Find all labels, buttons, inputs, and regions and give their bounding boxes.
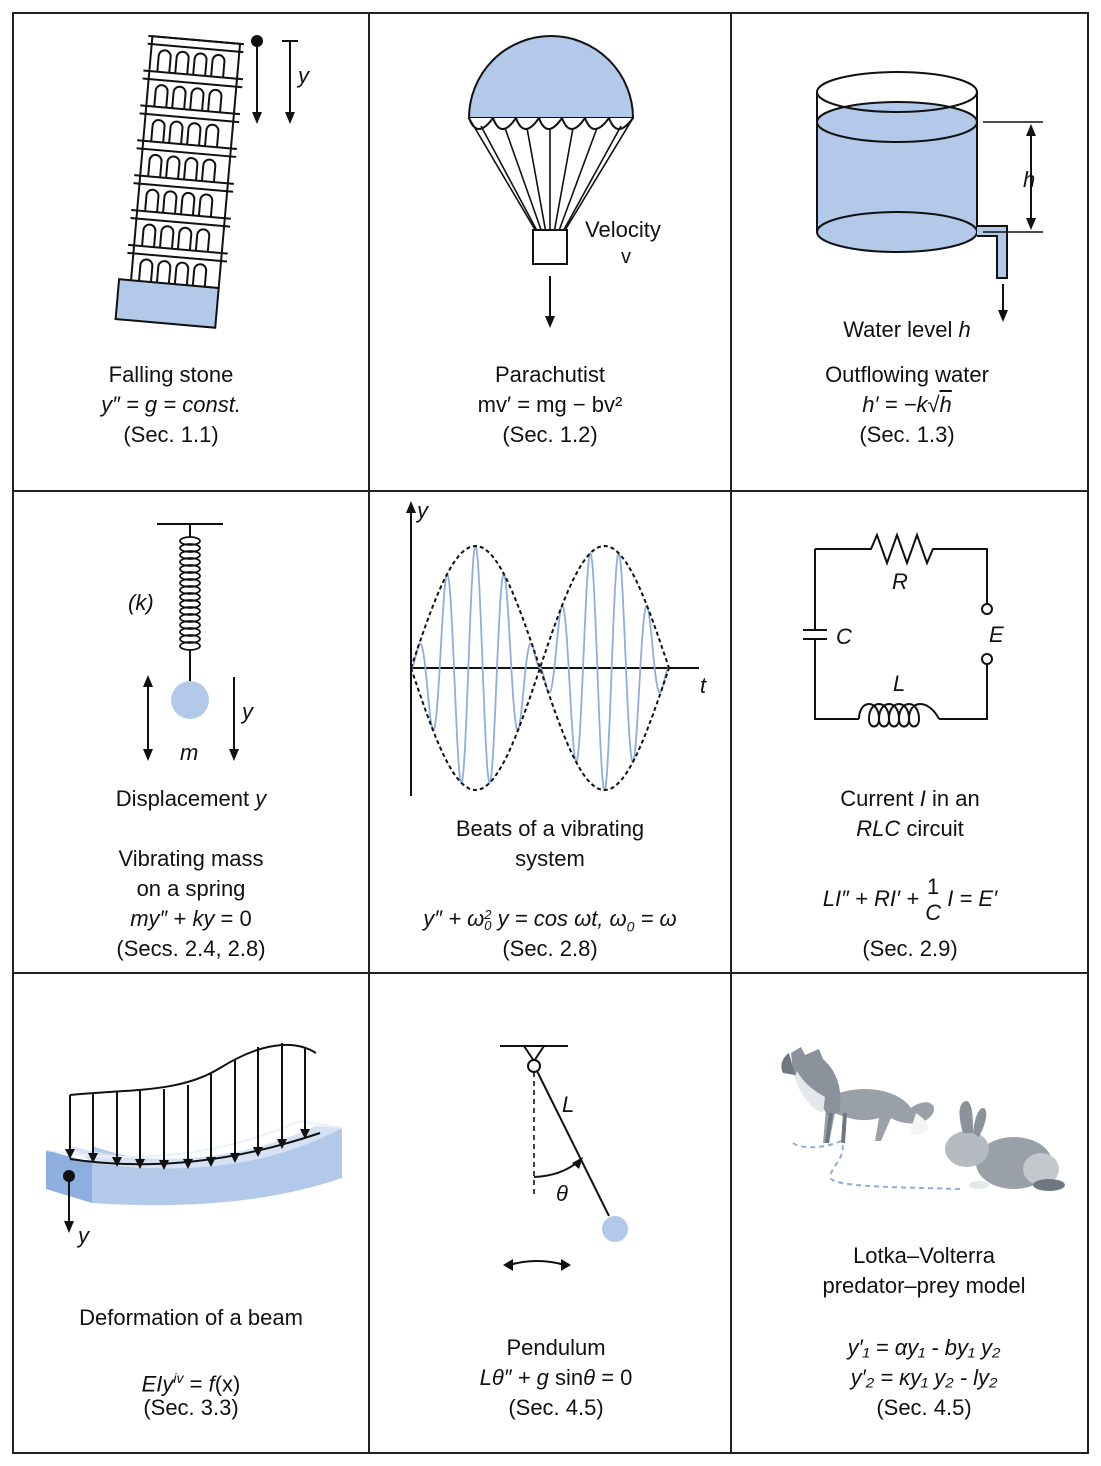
displacement-caption: Displacement y: [115, 786, 267, 811]
current-caption: Current I in an: [840, 786, 980, 811]
inductor-coil: [858, 703, 940, 728]
displacement-label: y: [242, 699, 253, 724]
pivot: [527, 1059, 541, 1073]
cell-title-line2: system: [515, 846, 585, 871]
mass-label: m: [180, 740, 199, 765]
envelope-lower: [410, 664, 670, 791]
cell-title-line1: Lotka–Volterra: [853, 1243, 995, 1268]
cell-rlc-circuit: R C E L Current I in an RLC circuit LI″ …: [731, 491, 1089, 972]
parachute-illustration: [467, 35, 635, 328]
column-divider: [730, 12, 732, 1454]
section-ref: (Sec. 4.5): [876, 1395, 972, 1420]
section-ref: (Sec. 4.5): [508, 1395, 604, 1420]
angle-label: θ: [556, 1181, 568, 1206]
envelope-upper: [410, 545, 670, 672]
cell-outflowing-water: h Water level h Outflowing water h′ = −k…: [731, 0, 1089, 490]
spring-mass-illustration: [143, 523, 239, 761]
section-ref: (Sec. 2.8): [502, 936, 598, 961]
cell-title-line2: predator–prey model: [822, 1273, 1026, 1298]
fox-illustration: [781, 1047, 935, 1144]
rlc-circuit-diagram: [803, 532, 993, 728]
spring-constant-label: (k): [128, 590, 154, 615]
load-curve: [69, 1043, 317, 1096]
length-label: L: [562, 1092, 575, 1117]
equation: EIyiv = f(x): [141, 1370, 241, 1397]
velocity-label: Velocity: [585, 217, 661, 242]
equation: mv′ = mg − bv²: [477, 392, 623, 417]
equation: Lθ″ + g sinθ = 0: [479, 1365, 633, 1390]
pendulum-illustration: [500, 1045, 628, 1271]
equation: h′ = −k√h: [862, 392, 952, 417]
column-divider: [368, 12, 370, 1454]
resistor-wire: [815, 532, 988, 604]
cell-pendulum: L θ Pendulum Lθ″ + g sinθ = 0 (Sec. 4.5): [369, 973, 731, 1454]
circuit-caption: RLC circuit: [856, 816, 964, 841]
capacitor-label: C: [836, 624, 852, 649]
equation: my″ + ky = 0: [130, 906, 252, 931]
velocity-symbol: v: [621, 246, 631, 268]
cell-beam: y Deformation of a beam EIyiv = f(x) (Se…: [0, 973, 369, 1454]
predator-prey-illustration: [781, 1047, 1065, 1191]
cell-title-line1: Beats of a vibrating: [455, 816, 645, 841]
cell-title: Deformation of a beam: [79, 1305, 303, 1330]
section-ref: (Sec. 1.3): [859, 422, 955, 447]
inductor-label: L: [893, 671, 906, 696]
cell-falling-stone: y Falling stone y″ = g = const. (Sec. 1.…: [0, 0, 369, 490]
cell-title: Parachutist: [494, 362, 606, 387]
row-divider: [12, 490, 1089, 492]
payload-box: [532, 229, 568, 265]
emf-label: E: [989, 622, 1004, 647]
resistor-label: R: [892, 569, 908, 594]
y-axis-label: y: [417, 498, 428, 523]
tank-illustration: [816, 71, 1043, 322]
y-axis-label: y: [298, 63, 309, 88]
pendulum-bob: [602, 1216, 628, 1242]
cell-title: Falling stone: [108, 362, 234, 387]
spring-coils: [179, 536, 201, 651]
cell-title-line1: Vibrating mass: [118, 846, 264, 871]
figure-frame: [12, 12, 1089, 1454]
cell-lotka-volterra: Lotka–Volterra predator–prey model y′₁ =…: [731, 973, 1089, 1454]
rabbit-illustration: [945, 1101, 1065, 1191]
chase-path: [792, 1139, 962, 1190]
water-level-caption: Water level h: [843, 317, 971, 342]
cell-title-line2: on a spring: [136, 876, 246, 901]
deflection-y-label: y: [78, 1223, 89, 1248]
row-divider: [12, 972, 1089, 974]
section-ref: (Sec. 3.3): [143, 1395, 239, 1420]
mass-ball: [171, 681, 209, 719]
section-ref: (Sec. 2.9): [862, 936, 958, 961]
section-ref: (Sec. 1.1): [123, 422, 219, 447]
height-label: h: [1023, 167, 1036, 192]
beats-plot: [406, 501, 699, 796]
section-ref: (Sec. 1.2): [502, 422, 598, 447]
beat-signal: [410, 544, 670, 792]
t-axis-label: t: [700, 673, 707, 698]
cell-title: Pendulum: [506, 1335, 606, 1360]
pendulum-rod: [536, 1070, 610, 1217]
equation: y″ = g = const.: [101, 392, 241, 417]
section-ref: (Secs. 2.4, 2.8): [116, 936, 266, 961]
beam-illustration: [45, 1043, 343, 1233]
leaning-tower-illustration: [114, 34, 298, 329]
deflection-curve: [69, 1132, 321, 1166]
equation-predator: y′₂ = κy₁ y₂ - ly₂: [850, 1365, 998, 1390]
cell-vibrating-mass: (k) y m Displacement y Vibrating mass on…: [0, 491, 369, 972]
cell-parachutist: Velocity v Parachutist mv′ = mg − bv² (S…: [369, 0, 731, 490]
cell-title: Outflowing water: [825, 362, 989, 387]
equation-prey: y′₁ = αy₁ - by₁ y₂: [847, 1335, 1001, 1360]
